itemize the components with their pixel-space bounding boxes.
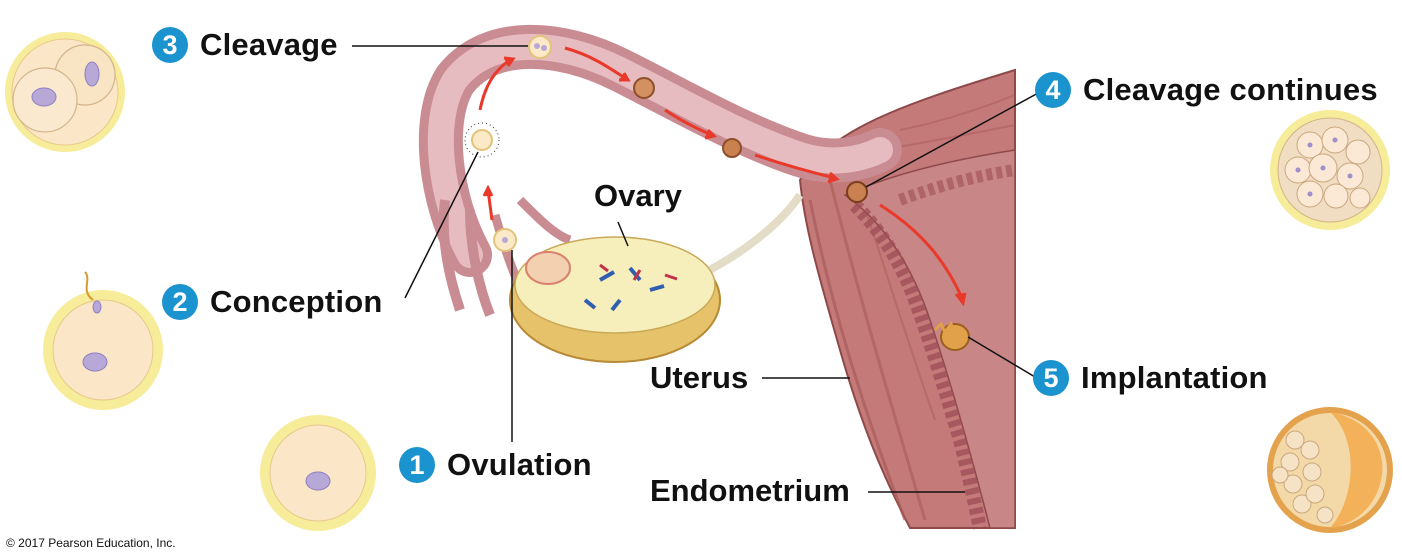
- step-4-badge: 4: [1035, 72, 1071, 108]
- step-1-ovulation-label: 1 Ovulation: [399, 447, 592, 483]
- embryo-ovulation: [493, 228, 517, 252]
- cell-conception-egg-sperm: [43, 271, 163, 410]
- leader-lines: [352, 45, 1041, 493]
- migration-arrows: [478, 46, 967, 307]
- embryo-morula: [846, 181, 868, 203]
- fallopian-tube: [418, 24, 902, 317]
- embryo-conception: [464, 122, 500, 158]
- step-2-badge: 2: [162, 284, 198, 320]
- cell-cleavage-2cell: [5, 32, 125, 152]
- step-1-badge: 1: [399, 447, 435, 483]
- step-2-conception-label: 2 Conception: [162, 284, 383, 320]
- cell-morula: [1270, 110, 1390, 230]
- cell-blastocyst: [1267, 407, 1393, 533]
- embryo-stage-8: [722, 138, 742, 158]
- copyright-notice: © 2017 Pearson Education, Inc.: [6, 536, 176, 550]
- step-5-badge: 5: [1033, 360, 1069, 396]
- step-3-text: Cleavage: [200, 27, 338, 62]
- step-3-badge: 3: [152, 27, 188, 63]
- embryo-cleavage: [528, 35, 552, 59]
- step-4-cleavage-continues-label: 4 Cleavage continues: [1035, 72, 1378, 108]
- ovary-illustration: [509, 236, 721, 363]
- step-5-implantation-label: 5 Implantation: [1033, 360, 1268, 396]
- ovary-label: Ovary: [594, 178, 682, 213]
- embryo-implanting: [933, 320, 970, 351]
- endometrium-label: Endometrium: [650, 473, 850, 508]
- step-4-text: Cleavage continues: [1083, 72, 1378, 107]
- uterus-label: Uterus: [650, 360, 749, 395]
- step-3-cleavage-label: 3 Cleavage: [152, 27, 338, 63]
- step-2-text: Conception: [210, 284, 383, 319]
- cell-ovulation-egg: [260, 415, 376, 531]
- embryo-stage-4: [633, 77, 655, 99]
- step-5-text: Implantation: [1081, 360, 1268, 395]
- step-1-text: Ovulation: [447, 447, 592, 482]
